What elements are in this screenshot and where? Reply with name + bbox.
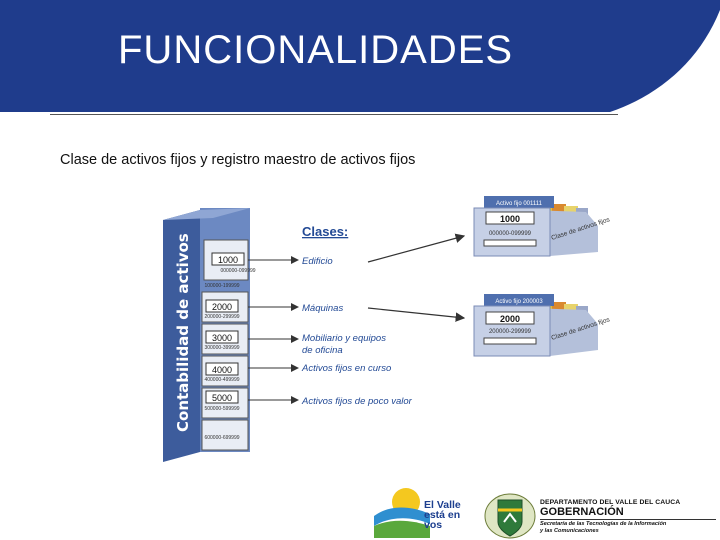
- gob-line4: y las Comunicaciones: [540, 528, 599, 534]
- drawer-range-2000: 200000-299999: [204, 314, 239, 320]
- box-range-2000: 200000-299999: [489, 329, 532, 335]
- drawer-range-1000: 000000-099999: [220, 268, 255, 274]
- drawer-range-4000: 400000-499999: [204, 377, 239, 383]
- drawer-arrows: [248, 256, 299, 404]
- asset-box-2000: Activo fijo 200003 2000 200000-299999 Cl…: [473, 294, 611, 357]
- asset-box-1000: Activo fijo 001111 1000 000000-099999 Cl…: [473, 196, 611, 257]
- box-tab-2000: Activo fijo 200003: [495, 299, 543, 305]
- valle-logo-line3: vos: [424, 519, 443, 531]
- box-code-2000: 2000: [500, 314, 520, 324]
- cabinet-title: Contabilidad de activos: [174, 233, 192, 432]
- drawer-2000: 2000 200000-299999: [201, 291, 249, 323]
- class-label-maquinas: Máquinas: [302, 303, 343, 314]
- class-label-mobiliario-2: de oficina: [302, 345, 343, 356]
- slide-subtitle: Clase de activos fijos y registro maestr…: [60, 152, 416, 168]
- gobernacion-text: DEPARTAMENTO DEL VALLE DEL CAUCA GOBERNA…: [540, 499, 716, 535]
- valle-logo-graphic: [374, 488, 430, 538]
- slide-title: FUNCIONALIDADES: [118, 28, 514, 72]
- drawer-code-5000: 5000: [212, 393, 232, 403]
- box-range-1000: 000000-099999: [489, 231, 532, 237]
- class-label-edificio: Edificio: [302, 256, 333, 267]
- valle-logo-line2: está en: [424, 509, 461, 521]
- gob-line1: DEPARTAMENTO DEL VALLE DEL CAUCA: [540, 499, 681, 506]
- drawer-subrange-1000: 100000-199999: [204, 283, 239, 289]
- gob-line3: Secretaría de las Tecnologías de la Info…: [540, 521, 667, 527]
- class-label-poco-valor: Activos fijos de poco valor: [301, 396, 413, 407]
- drawer-6000: 600000-699999: [201, 419, 249, 451]
- drawer-code-4000: 4000: [212, 365, 232, 375]
- drawer-3000: 3000 300000-399999: [201, 323, 249, 355]
- drawer-range-3000: 300000-399999: [204, 345, 239, 351]
- valle-logo-line1: El Valle: [424, 499, 461, 511]
- drawer-code-2000: 2000: [212, 302, 232, 312]
- gob-divider: [540, 519, 716, 520]
- box-code-1000: 1000: [500, 214, 520, 224]
- box-tab-1000: Activo fijo 001111: [496, 201, 543, 207]
- header-banner: [0, 0, 720, 112]
- drawer-range-6000: 600000-699999: [204, 435, 239, 441]
- coat-of-arms-icon: [484, 493, 536, 539]
- classes-heading: Clases:: [302, 224, 348, 239]
- gob-line2: GOBERNACIÓN: [540, 506, 624, 518]
- class-label-mobiliario-1: Mobiliario y equipos: [302, 333, 386, 344]
- drawer-4000: 4000 400000-499999: [201, 355, 249, 387]
- valle-logo-text: El Valle está en vos: [424, 499, 461, 531]
- arrow-to-box-1000: [367, 233, 466, 263]
- drawer-5000: 5000 500000-599999: [201, 387, 249, 419]
- class-label-en-curso: Activos fijos en curso: [301, 363, 391, 374]
- drawer-code-3000: 3000: [212, 333, 232, 343]
- drawer-code-1000: 1000: [218, 255, 238, 265]
- drawer-range-5000: 500000-599999: [204, 406, 239, 412]
- arrow-to-box-2000: [367, 307, 466, 322]
- title-divider: [50, 114, 618, 115]
